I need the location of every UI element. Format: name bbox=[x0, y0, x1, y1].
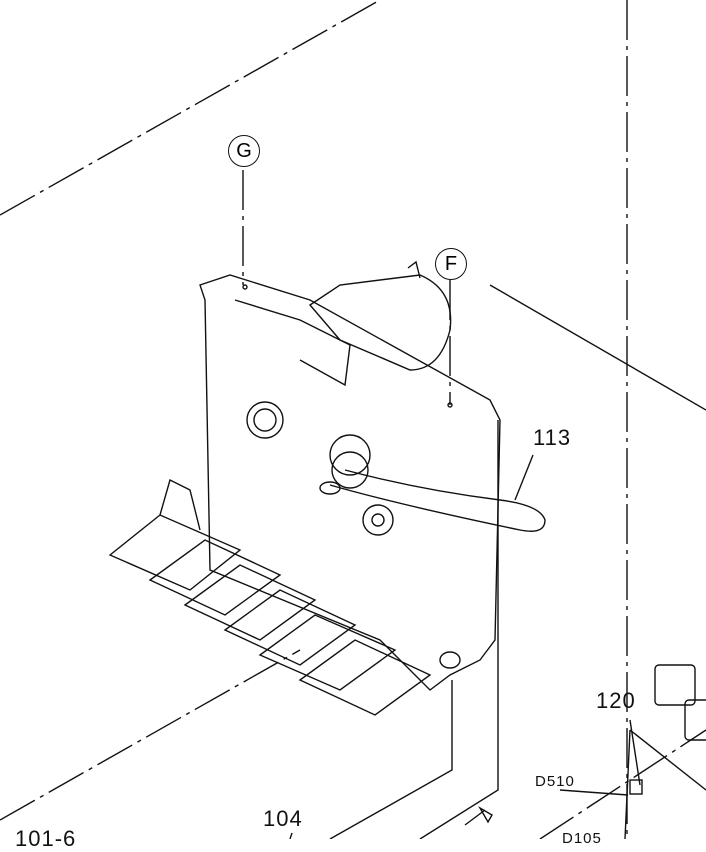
belt-113 bbox=[329, 454, 546, 532]
piano-keys bbox=[108, 478, 432, 716]
reference-g-marker: G bbox=[228, 135, 260, 167]
part-label-113: 113 bbox=[533, 425, 572, 450]
reference-g-label: G bbox=[236, 140, 252, 162]
lead-line-2 bbox=[419, 420, 499, 839]
part-label-101: 101-6 bbox=[15, 826, 77, 851]
part-label-120: 120 bbox=[596, 688, 636, 713]
lead-line-1 bbox=[329, 680, 453, 839]
motor bbox=[308, 260, 452, 371]
reference-f-label: F bbox=[444, 253, 458, 275]
circuit-board-120 bbox=[559, 664, 706, 839]
part-label-104: 104 bbox=[263, 806, 303, 831]
reference-f-marker: F bbox=[435, 248, 467, 280]
screw-104 bbox=[464, 806, 493, 826]
mechanism-chassis bbox=[199, 274, 501, 691]
part-label-d510: D510 bbox=[535, 773, 575, 790]
shaft-line bbox=[489, 284, 706, 411]
gears bbox=[246, 401, 461, 669]
